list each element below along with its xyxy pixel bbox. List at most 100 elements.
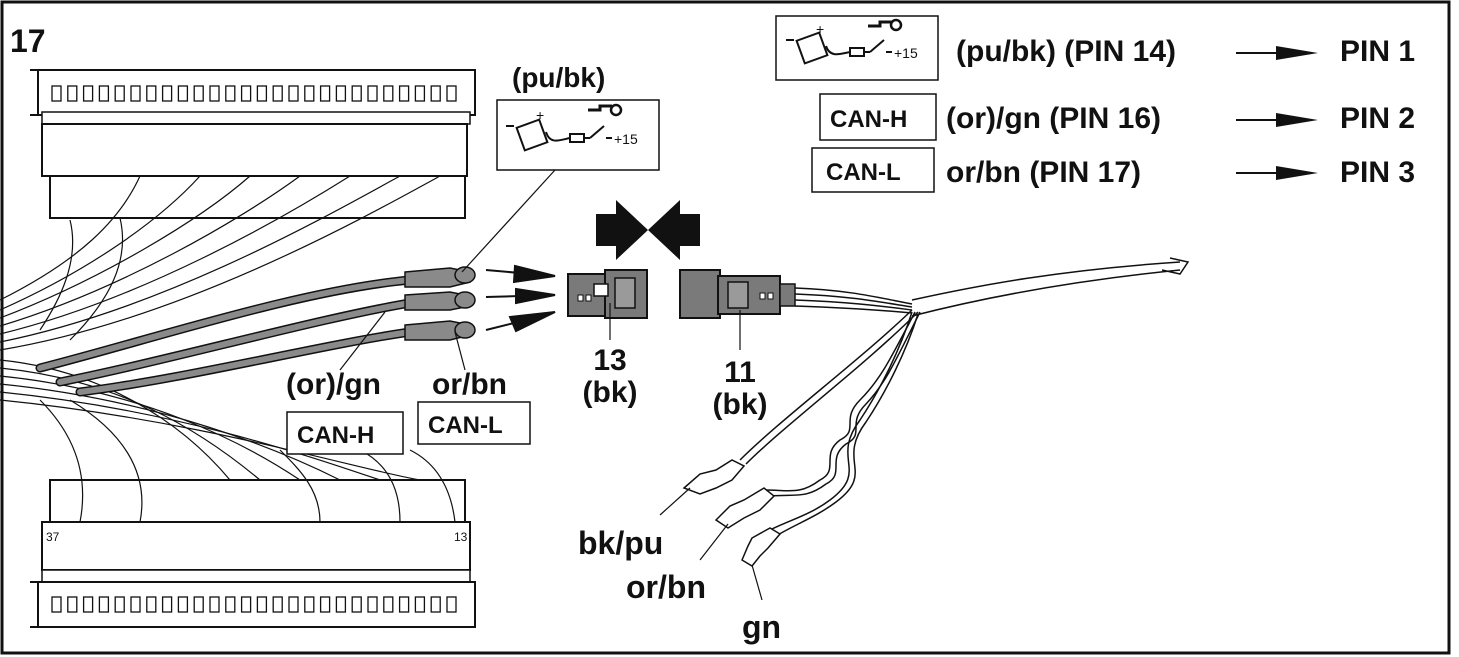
pin-cavity xyxy=(161,85,173,102)
harness-wire xyxy=(0,175,301,327)
ignition-box-callout: + +15 xyxy=(496,99,660,171)
grey-wire-pu-bk xyxy=(35,266,476,373)
pin-cavity xyxy=(67,85,78,102)
can-l-box xyxy=(417,401,531,445)
harness-wire xyxy=(0,175,201,311)
harness-wire xyxy=(0,175,401,343)
connector-11-color: (bk) xyxy=(713,388,768,421)
harness-wire xyxy=(0,175,441,351)
pin-cavity xyxy=(130,85,141,102)
pin-cavity xyxy=(67,596,78,613)
legend-arrow-1 xyxy=(1276,46,1318,60)
lead-label-bk-pu: bk/pu xyxy=(578,525,663,561)
pin-cavity xyxy=(51,596,62,613)
pin-cavity xyxy=(304,85,315,102)
pin-cavity xyxy=(177,85,189,102)
insertion-arrows xyxy=(485,264,556,333)
legend-row-3-wire: or/bn (PIN 17) xyxy=(946,156,1141,189)
svg-text:+: + xyxy=(816,21,824,37)
pin-cavity xyxy=(430,596,441,613)
legend-arrow-3 xyxy=(1276,166,1318,180)
svg-text:+: + xyxy=(536,107,544,123)
pin-cavity xyxy=(256,596,268,613)
loose-leads xyxy=(739,309,921,537)
pin-cavity xyxy=(446,85,457,102)
pin-cavity xyxy=(398,596,410,613)
pin-cavity xyxy=(256,85,268,102)
pin-cavity xyxy=(98,85,110,102)
lead-label-gn: gn xyxy=(742,609,781,645)
callout-pu-bk: (pu/bk) xyxy=(512,62,605,93)
harness-wire xyxy=(0,391,381,481)
pin-cavity xyxy=(177,596,189,613)
legend-can-l-box xyxy=(811,147,935,193)
pin-cavity xyxy=(383,85,394,102)
svg-text:+15: +15 xyxy=(894,45,918,61)
pin-cavity xyxy=(209,596,220,613)
pin-cavity xyxy=(335,596,347,613)
cable-to-vehicle xyxy=(794,257,1190,317)
harness-wire xyxy=(69,399,143,523)
pin-cavity xyxy=(193,596,204,613)
callout-can-h: CAN-H xyxy=(297,422,374,449)
pin-cavity xyxy=(130,596,141,613)
pin-cavity xyxy=(82,596,94,613)
pin-cavities-bottom xyxy=(51,596,457,613)
pin-cavity xyxy=(161,596,173,613)
harness-wire xyxy=(0,175,141,301)
legend-row-1-pin: PIN 1 xyxy=(1340,35,1415,68)
pin-cavity xyxy=(288,85,299,102)
harness-wire xyxy=(0,375,301,481)
callout-or-bn: or/bn xyxy=(432,368,507,401)
legend-can-h-box xyxy=(819,93,937,141)
legend-row-3-box: CAN-L xyxy=(826,159,901,186)
connector-13-number: 13 xyxy=(593,344,626,377)
ecu-connector-bottom: 37 13 xyxy=(30,479,476,628)
grey-wire-or-bn xyxy=(75,320,476,397)
harness-wire xyxy=(0,399,421,481)
pin-cavity xyxy=(351,596,362,613)
pin-number-13: 13 xyxy=(454,530,468,544)
pin-cavity xyxy=(193,85,204,102)
legend-arrow-2 xyxy=(1276,113,1318,127)
legend-row-2-pin: PIN 2 xyxy=(1340,102,1415,135)
pin-cavity xyxy=(240,596,252,613)
harness-wire xyxy=(69,217,124,341)
harness-wire xyxy=(0,383,341,481)
pin-cavity xyxy=(272,596,283,613)
pin-cavity xyxy=(114,596,125,613)
pin-cavity xyxy=(209,85,220,102)
ignition-battery-icon: + +15 xyxy=(786,18,918,65)
pin-cavity xyxy=(98,596,110,613)
pin-cavity xyxy=(272,85,283,102)
connector-11-number: 11 xyxy=(724,356,756,389)
connector-13 xyxy=(567,269,648,319)
legend-row-1-wire: (pu/bk) (PIN 14) xyxy=(956,35,1176,68)
pin-cavity xyxy=(319,596,331,613)
connector-13-color: (bk) xyxy=(583,376,638,409)
harness-wire xyxy=(279,449,321,523)
pin-number-37: 37 xyxy=(46,530,60,544)
harness-wire xyxy=(0,359,231,481)
pin-cavity xyxy=(398,85,410,102)
ignition-battery-icon: + +15 xyxy=(506,103,638,152)
legend-row-2-box: CAN-H xyxy=(830,106,907,133)
pin-cavity xyxy=(114,85,125,102)
grey-wire-or-gn xyxy=(55,291,476,387)
pin-cavity xyxy=(383,596,394,613)
lead-terminals xyxy=(682,459,782,567)
pin-cavity xyxy=(225,85,236,102)
connector-11 xyxy=(679,269,796,319)
svg-text:+15: +15 xyxy=(614,131,638,147)
lead-label-or-bn: or/bn xyxy=(626,569,706,605)
callout-or-gn: (or)/gn xyxy=(286,368,381,401)
pin-cavity xyxy=(367,596,378,613)
pin-cavity xyxy=(288,596,299,613)
leader-lines xyxy=(339,169,763,601)
pin-cavity xyxy=(82,85,94,102)
pin-cavity xyxy=(414,596,426,613)
legend-row-2-wire: (or)/gn (PIN 16) xyxy=(946,102,1161,135)
